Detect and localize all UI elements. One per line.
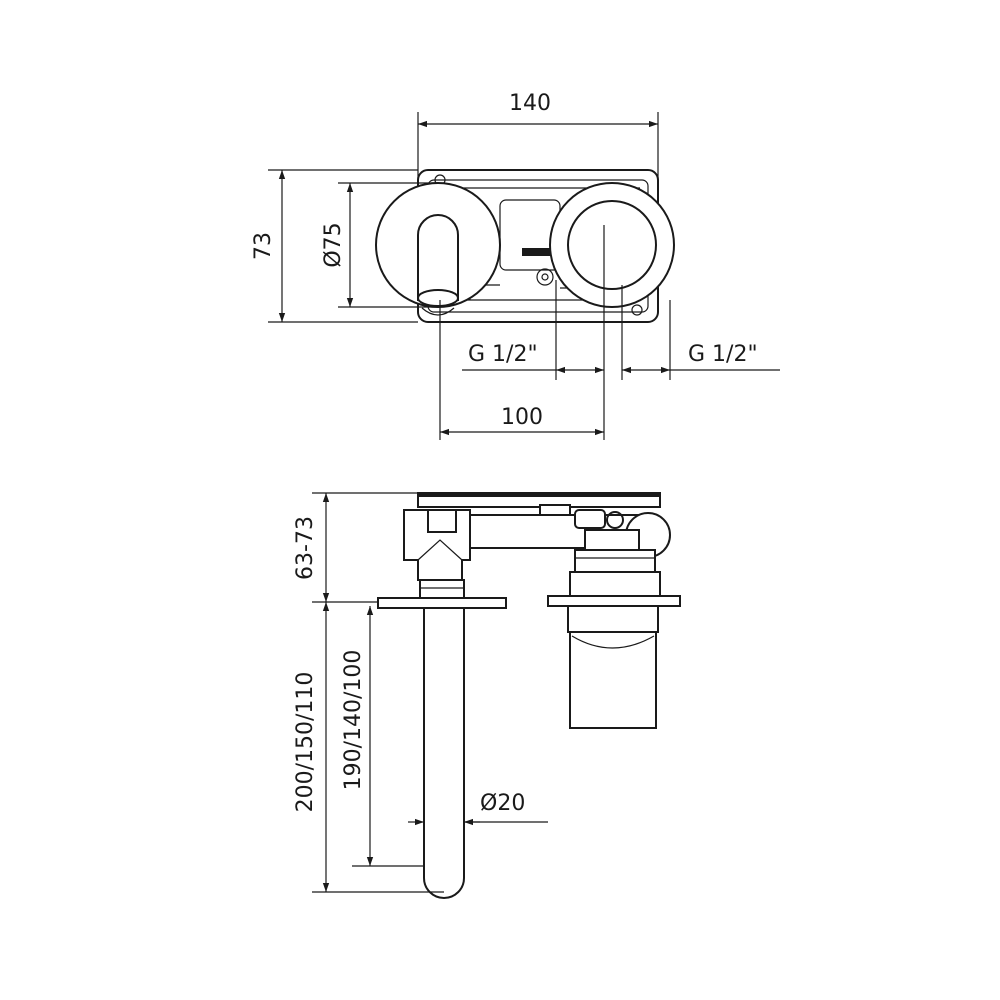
spout <box>423 607 465 899</box>
dim-label-depth: 63-73 <box>293 516 318 580</box>
handle-rosette <box>547 595 681 607</box>
dim-label-spout-length: 190/140/100 <box>341 650 366 791</box>
dim-label-spout-total: 200/150/110 <box>293 672 318 813</box>
dim-label-spacing: 100 <box>501 405 543 430</box>
dim-label-thread-right: G 1/2" <box>688 342 758 367</box>
side-view: 63-73 200/150/110 190/140/100 Ø20 <box>293 492 681 899</box>
mixer-handle-ring <box>567 200 657 290</box>
dim-label-thread-left: G 1/2" <box>468 342 538 367</box>
dim-label-width: 140 <box>509 91 551 116</box>
spout-rosette-side <box>377 597 507 609</box>
dim-label-rosette: Ø75 <box>321 222 346 267</box>
front-view: 140 73 Ø75 G 1/2" G 1/2" 100 <box>251 91 780 440</box>
dim-label-spout-diameter: Ø20 <box>480 791 525 816</box>
mixer-handle <box>569 631 657 729</box>
dim-label-height: 73 <box>251 232 276 260</box>
spout-outline <box>417 214 459 301</box>
